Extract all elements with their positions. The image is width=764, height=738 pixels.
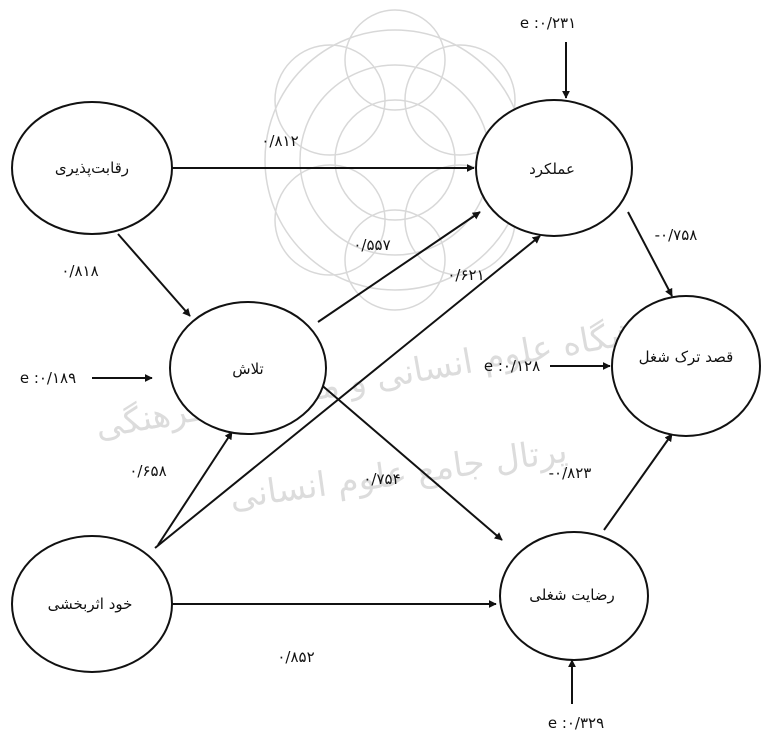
coef-effort-performance: ۰/۵۵۷: [353, 236, 390, 254]
coef-self-efficacy-satisfaction: ۰/۸۵۲: [277, 648, 314, 666]
error-label-performance: e :۰/۲۳۱: [520, 14, 576, 32]
node-self-efficacy: [11, 535, 173, 673]
edge-satisfaction-turnover: [603, 433, 673, 531]
node-label-competitiveness: رقابت‌پذیری: [55, 159, 129, 178]
node-performance: [475, 99, 633, 237]
node-label-performance: عملکرد: [529, 160, 575, 178]
error-label-effort: e :۰/۱۸۹: [20, 369, 76, 387]
node-effort: [169, 301, 327, 435]
coef-satisfaction-turnover: -۰/۸۲۳: [549, 464, 592, 482]
coef-competitiveness-performance: ۰/۸۱۲: [261, 132, 298, 150]
error-label-turnover: e :۰/۱۲۸: [484, 357, 540, 375]
error-terms: e :۰/۲۳۱ e :۰/۱۸۹ e :۰/۱۲۸ e :۰/۳۲۹: [20, 14, 604, 732]
edge-effort-satisfaction: [317, 381, 503, 541]
coef-competitiveness-effort: ۰/۸۱۸: [61, 262, 98, 280]
node-label-self-efficacy: خود اثربخشی: [48, 595, 133, 613]
path-coefficients: ۰/۸۱۲ ۰/۸۱۸ ۰/۵۵۷ ۰/۶۲۱ -۰/۷۵۸ ۰/۶۵۸ ۰/۷…: [61, 132, 697, 666]
coef-performance-turnover: -۰/۷۵۸: [655, 226, 698, 244]
edge-effort-performance: [317, 211, 481, 323]
coef-self-efficacy-performance: ۰/۶۲۱: [447, 266, 484, 284]
edge-competitiveness-effort: [117, 233, 191, 317]
coef-self-efficacy-effort: ۰/۶۵۸: [129, 462, 166, 480]
node-job-satisfaction: [499, 531, 649, 661]
watermark: پژوهشگاه علوم انسانی و مطالعات فرهنگی پر…: [92, 9, 704, 518]
node-turnover-intention: [611, 295, 761, 437]
error-label-satisfaction: e :۰/۳۲۹: [548, 714, 604, 732]
node-label-effort: تلاش: [232, 360, 263, 378]
node-label-turnover-intention: قصد ترک شغل: [639, 348, 734, 366]
nodes: [11, 99, 761, 673]
edge-performance-turnover: [627, 211, 673, 297]
edges: [92, 42, 673, 704]
node-label-job-satisfaction: رضایت شغلی: [529, 586, 615, 604]
edge-self-efficacy-performance: [154, 235, 541, 549]
node-labels: رقابت‌پذیری عملکرد تلاش قصد ترک شغل خود …: [48, 159, 734, 613]
coef-effort-satisfaction: ۰/۷۵۴: [363, 470, 400, 488]
node-competitiveness: [11, 101, 173, 235]
edge-self-efficacy-effort: [157, 431, 233, 546]
